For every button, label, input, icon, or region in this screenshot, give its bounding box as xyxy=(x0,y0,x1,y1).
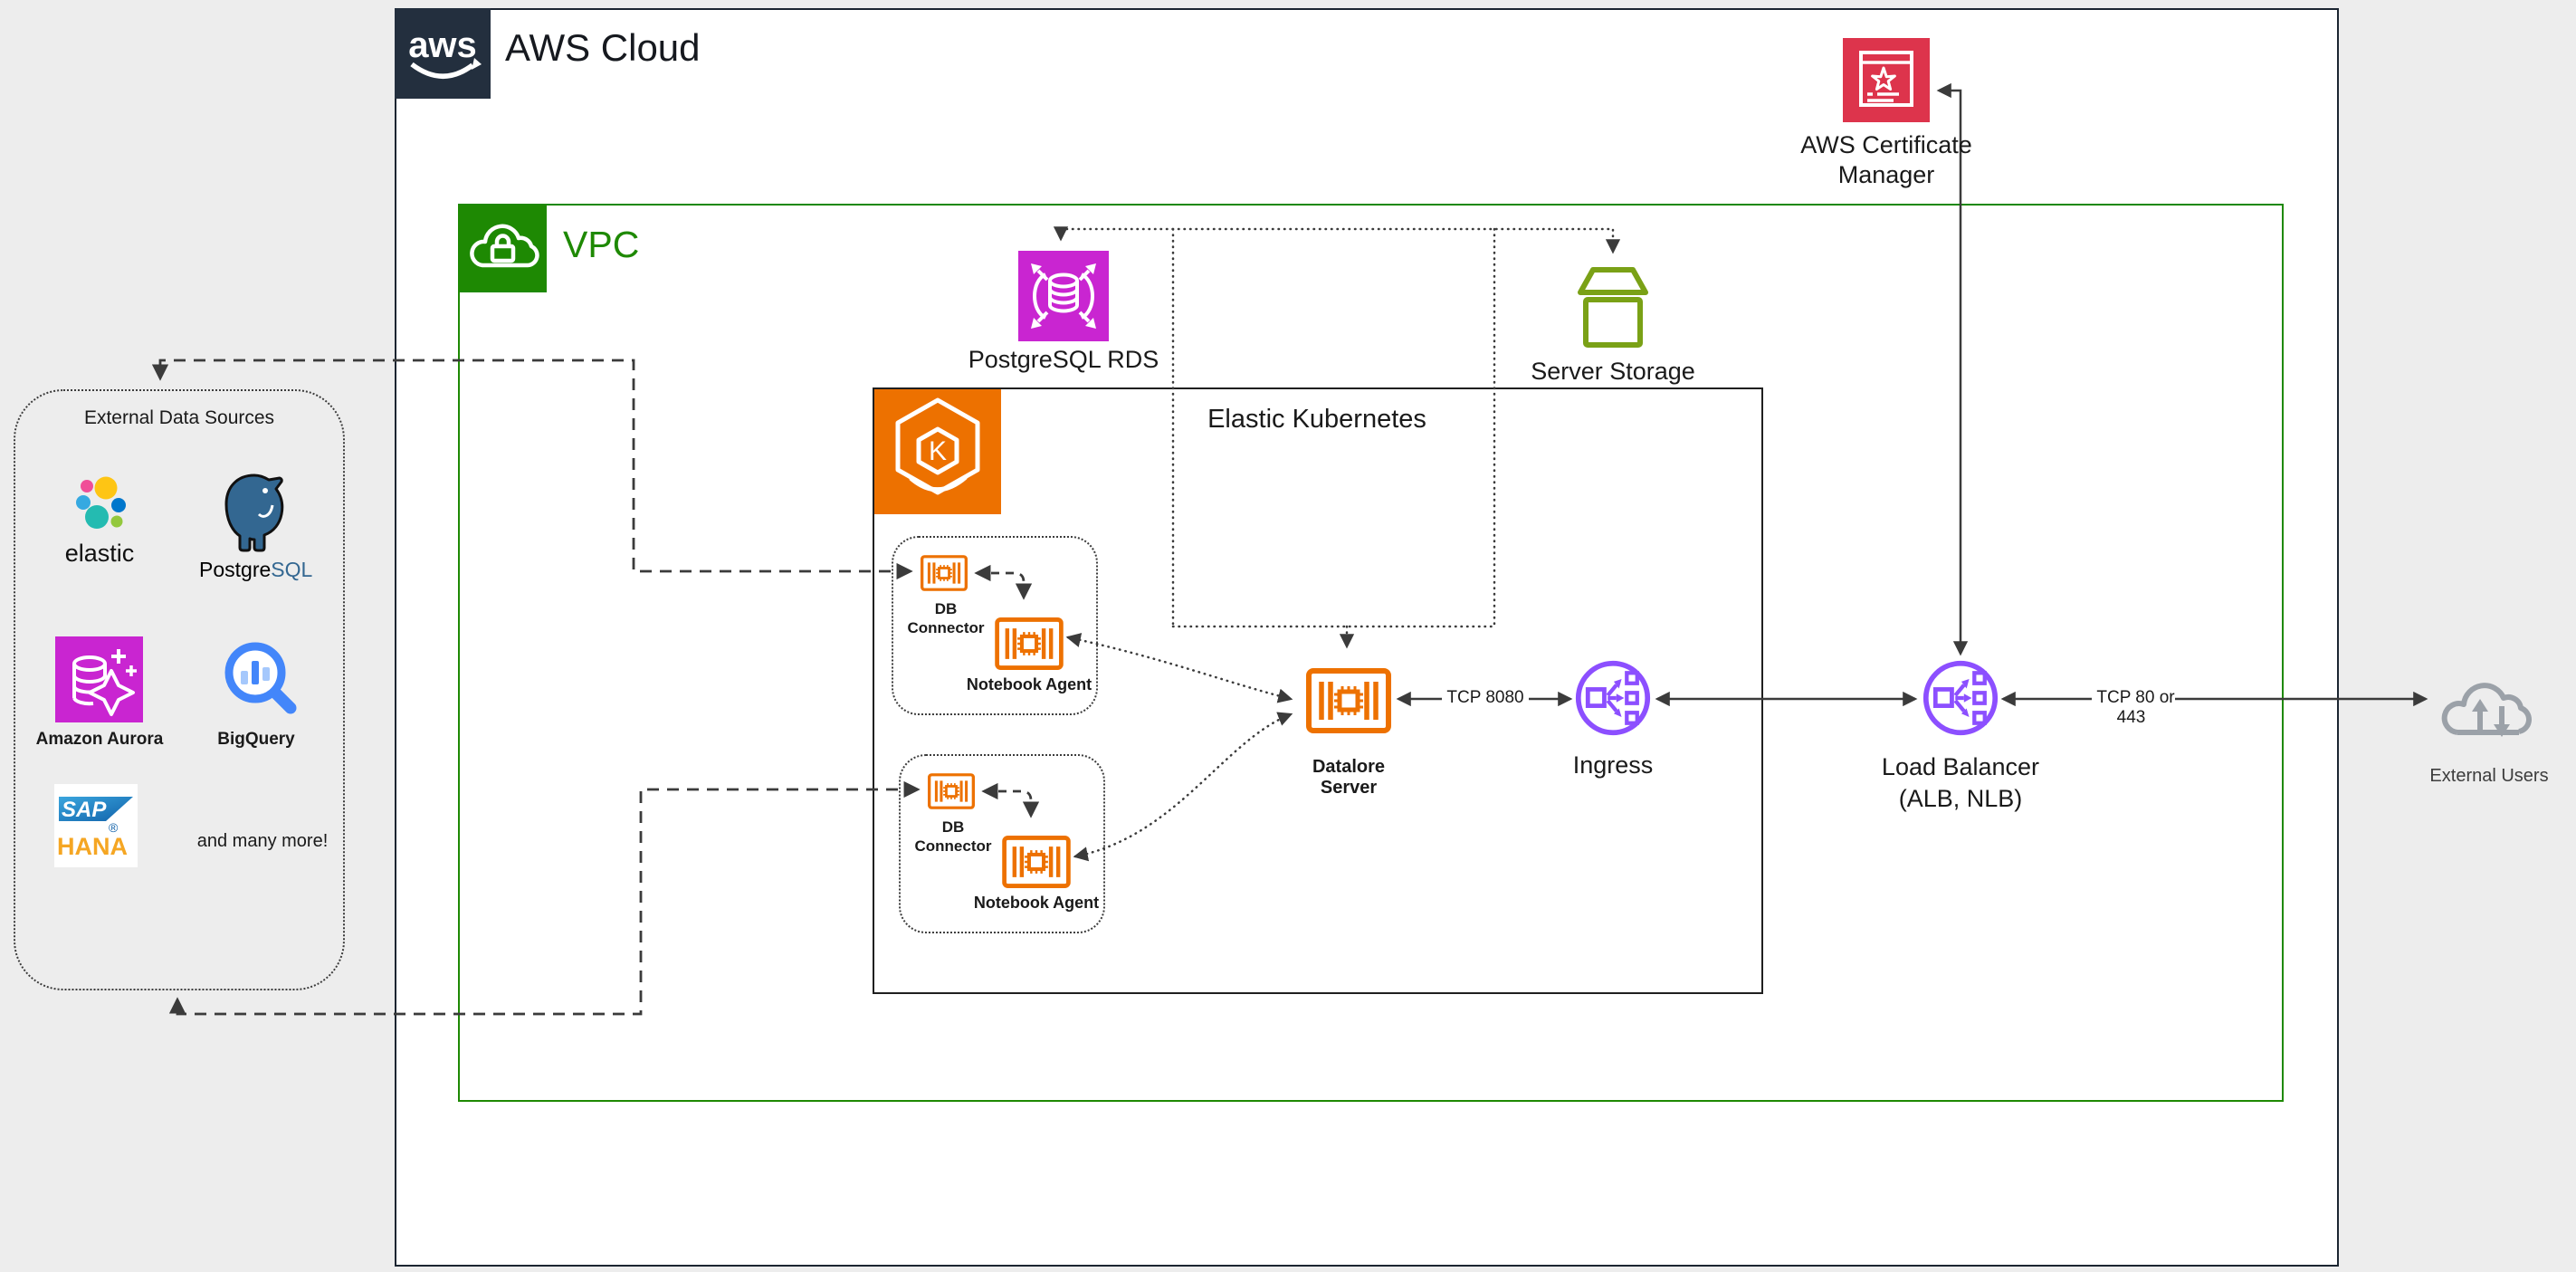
edge-dbconnector2-agent2 xyxy=(981,782,1040,818)
sap-hana-logo: SAP ® HANA xyxy=(54,784,138,867)
db-connector-icon xyxy=(928,773,975,809)
server-storage-label: Server Storage xyxy=(1531,358,1695,385)
aws-logo-text: aws xyxy=(408,25,477,65)
postgresql-label-black: Postgre xyxy=(199,558,272,581)
db-connector-label: DB Connector xyxy=(907,600,985,636)
vpc-box xyxy=(458,204,2284,1102)
postgresql-label-blue: SQL xyxy=(271,558,313,581)
sap-text: SAP xyxy=(62,798,107,822)
db-connector-icon xyxy=(921,555,968,591)
notebook-agent-label: Notebook Agent xyxy=(966,675,1092,693)
amazon-aurora-icon xyxy=(55,636,143,722)
elastic-logo-icon xyxy=(76,476,126,529)
edge-label-tcp-80-443: TCP 80 or 443 xyxy=(2075,688,2191,729)
certificate-manager-label: AWS Certificate Manager xyxy=(1800,131,1972,188)
postgresql-rds-label: PostgreSQL RDS xyxy=(968,346,1159,373)
eks-icon-letter: K xyxy=(929,436,947,466)
postgresql-rds-icon xyxy=(1018,251,1109,341)
external-data-sources-label: External Data Sources xyxy=(83,407,275,428)
aws-cloud-label: AWS Cloud xyxy=(505,26,701,69)
eks-icon: K xyxy=(874,389,1001,514)
edge-label-tcp-8080: TCP 8080 xyxy=(1440,688,1531,708)
aws-logo: aws xyxy=(395,8,491,99)
notebook-agent-label: Notebook Agent xyxy=(973,894,1100,912)
pod-group-2: DB Connector Notebook Agent xyxy=(899,754,1105,933)
datalore-server-label: Datalore Server xyxy=(1312,757,1386,798)
load-balancer-label: Load Balancer (ALB, NLB) xyxy=(1852,751,2069,815)
vpc-label: VPC xyxy=(563,224,640,265)
postgresql-label: PostgreSQL xyxy=(199,558,313,582)
eks-label: Elastic Kubernetes xyxy=(1207,405,1426,434)
edge-dbconnector1-agent1 xyxy=(974,564,1033,600)
bigquery-label: BigQuery xyxy=(217,730,295,749)
certificate-manager-icon xyxy=(1843,38,1930,122)
postgresql-logo-icon xyxy=(224,473,284,552)
sap-reg-mark: ® xyxy=(109,820,119,835)
db-connector-label: DB Connector xyxy=(914,818,992,855)
ingress-icon xyxy=(1574,659,1652,737)
server-storage-icon xyxy=(1578,267,1648,348)
ingress-label: Ingress xyxy=(1572,751,1654,779)
vpc-icon xyxy=(458,204,547,292)
notebook-agent-icon xyxy=(995,617,1064,670)
external-users-label: External Users xyxy=(2429,766,2549,786)
external-users-icon xyxy=(2441,683,2532,737)
load-balancer-label-line1: Load Balancer xyxy=(1881,753,2040,780)
elastic-label: elastic xyxy=(64,540,135,567)
load-balancer-icon xyxy=(1922,659,1999,737)
load-balancer-label-line2: (ALB, NLB) xyxy=(1898,785,2023,812)
pod-group-1: DB Connector Notebook Agent xyxy=(892,536,1098,715)
notebook-agent-icon xyxy=(1002,836,1071,888)
amazon-aurora-label: Amazon Aurora xyxy=(35,730,164,749)
hana-text: HANA xyxy=(57,833,128,860)
datalore-server-icon xyxy=(1306,666,1391,735)
bigquery-icon xyxy=(224,642,297,714)
many-more-label: and many more! xyxy=(196,831,329,851)
